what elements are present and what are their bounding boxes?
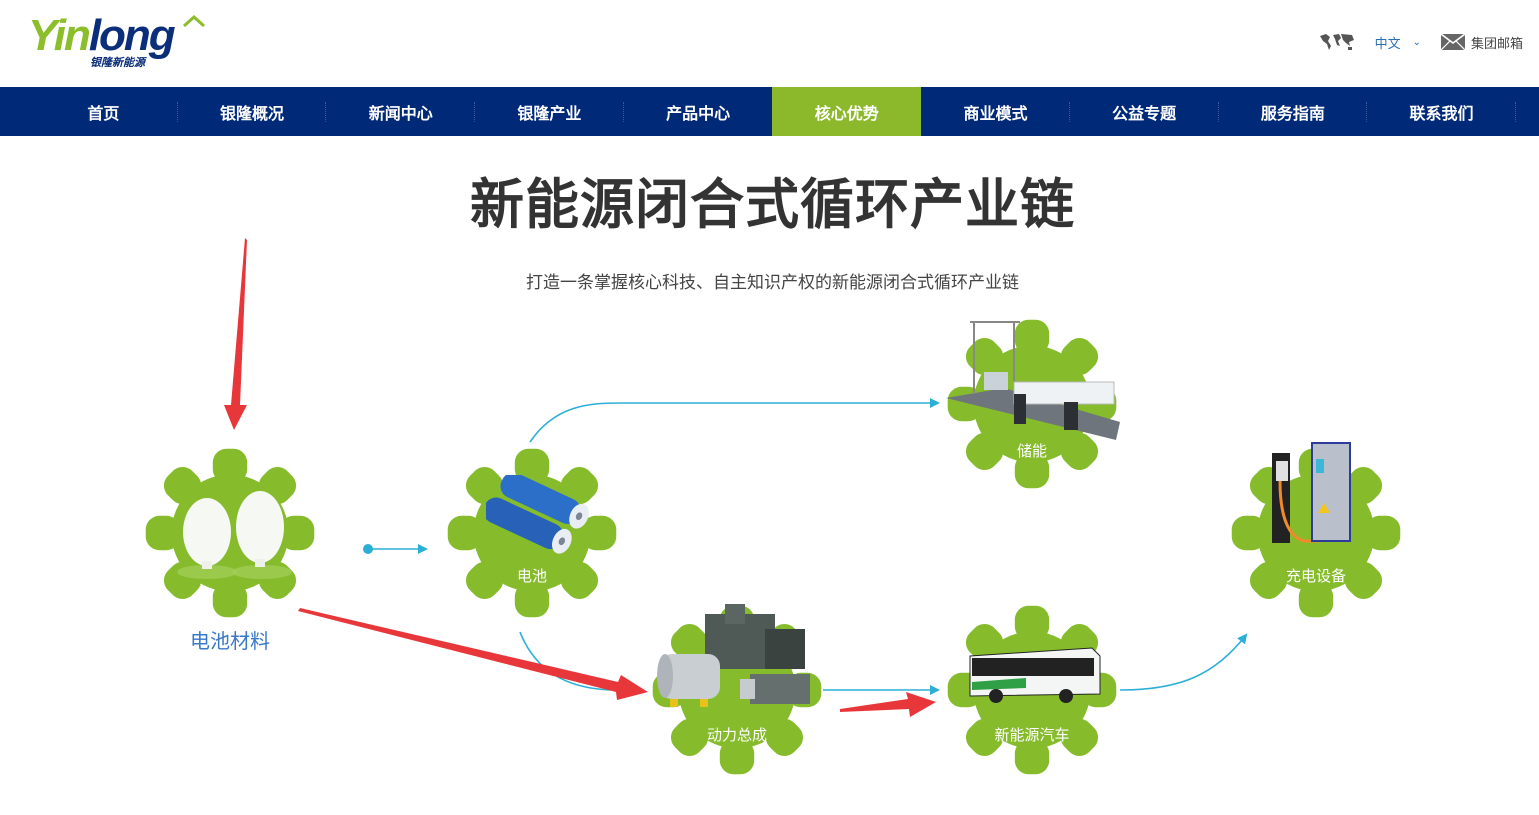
node-new-energy-vehicle[interactable]: 新能源汽车 [946,604,1118,776]
node-label-battery: 电池 [516,567,547,585]
node-powertrain[interactable]: 动力总成 [651,604,823,776]
node-label-new-energy-vehicle: 新能源汽车 [994,726,1070,744]
electric-bus-icon [969,647,1101,703]
node-battery[interactable]: 电池 [446,447,618,619]
logo-long: long [88,11,176,60]
yinlong-logo[interactable]: Yinlong 银隆新能源 [28,12,218,72]
nav-item-public-welfare[interactable]: 公益专题 [1070,87,1219,136]
group-mail-link[interactable]: 集团邮箱 [1440,33,1523,52]
page-subtitle: 打造一条掌握核心科技、自主知识产权的新能源闭合式循环产业链 [526,273,1019,293]
page-title: 新能源闭合式循环产业链 [470,173,1075,236]
node-charging-equipment[interactable]: 充电设备 [1230,442,1402,619]
nav-item-industry[interactable]: 银隆产业 [475,87,624,136]
nav-item-contact[interactable]: 联系我们 [1367,87,1516,136]
battery-cells-icon [486,475,589,554]
node-label-battery-materials[interactable]: 电池材料 [190,629,270,653]
nav-item-service-guide[interactable]: 服务指南 [1219,87,1368,136]
nav-item-core-advantages[interactable]: 核心优势 [772,87,922,136]
nav-item-news[interactable]: 新闻中心 [326,87,475,136]
node-battery-materials[interactable] [144,447,316,619]
language-label: 中文 [1374,36,1401,52]
energy-storage-station-icon [946,321,1120,440]
nav-item-products[interactable]: 产品中心 [666,103,731,123]
language-selector[interactable]: 中文 ⌄ [1375,33,1421,52]
chevron-down-icon: ⌄ [1412,36,1421,48]
node-label-charging-equipment: 充电设备 [1285,567,1346,585]
world-map-icon[interactable] [1319,32,1355,52]
nav-item-home[interactable]: 首页 [29,87,178,136]
charging-station-icon [1272,442,1351,543]
mail-icon [1440,34,1465,50]
node-energy-storage[interactable]: 储能 [946,318,1120,490]
main-nav: 首页 银隆概况 新闻中心 银隆产业 产品中心 核心优势 商业模式 公益专题 服务… [0,87,1539,136]
nav-item-business-model[interactable]: 商业模式 [921,87,1070,136]
powder-bottles-icon [177,491,292,579]
nav-item-about[interactable]: 银隆概况 [178,87,327,136]
logo-chinese: 银隆新能源 [90,56,145,69]
node-label-powertrain: 动力总成 [706,726,767,744]
top-utility-bar: 中文 ⌄ 集团邮箱 [1319,32,1523,52]
node-label-energy-storage: 储能 [1016,442,1047,460]
mail-label: 集团邮箱 [1470,36,1523,52]
logo-roof-icon [183,14,205,28]
site-header: Yinlong 银隆新能源 中文 ⌄ 集团邮箱 [0,0,1539,87]
logo-yin: Yin [28,11,91,60]
motor-assembly-icon [657,604,810,707]
